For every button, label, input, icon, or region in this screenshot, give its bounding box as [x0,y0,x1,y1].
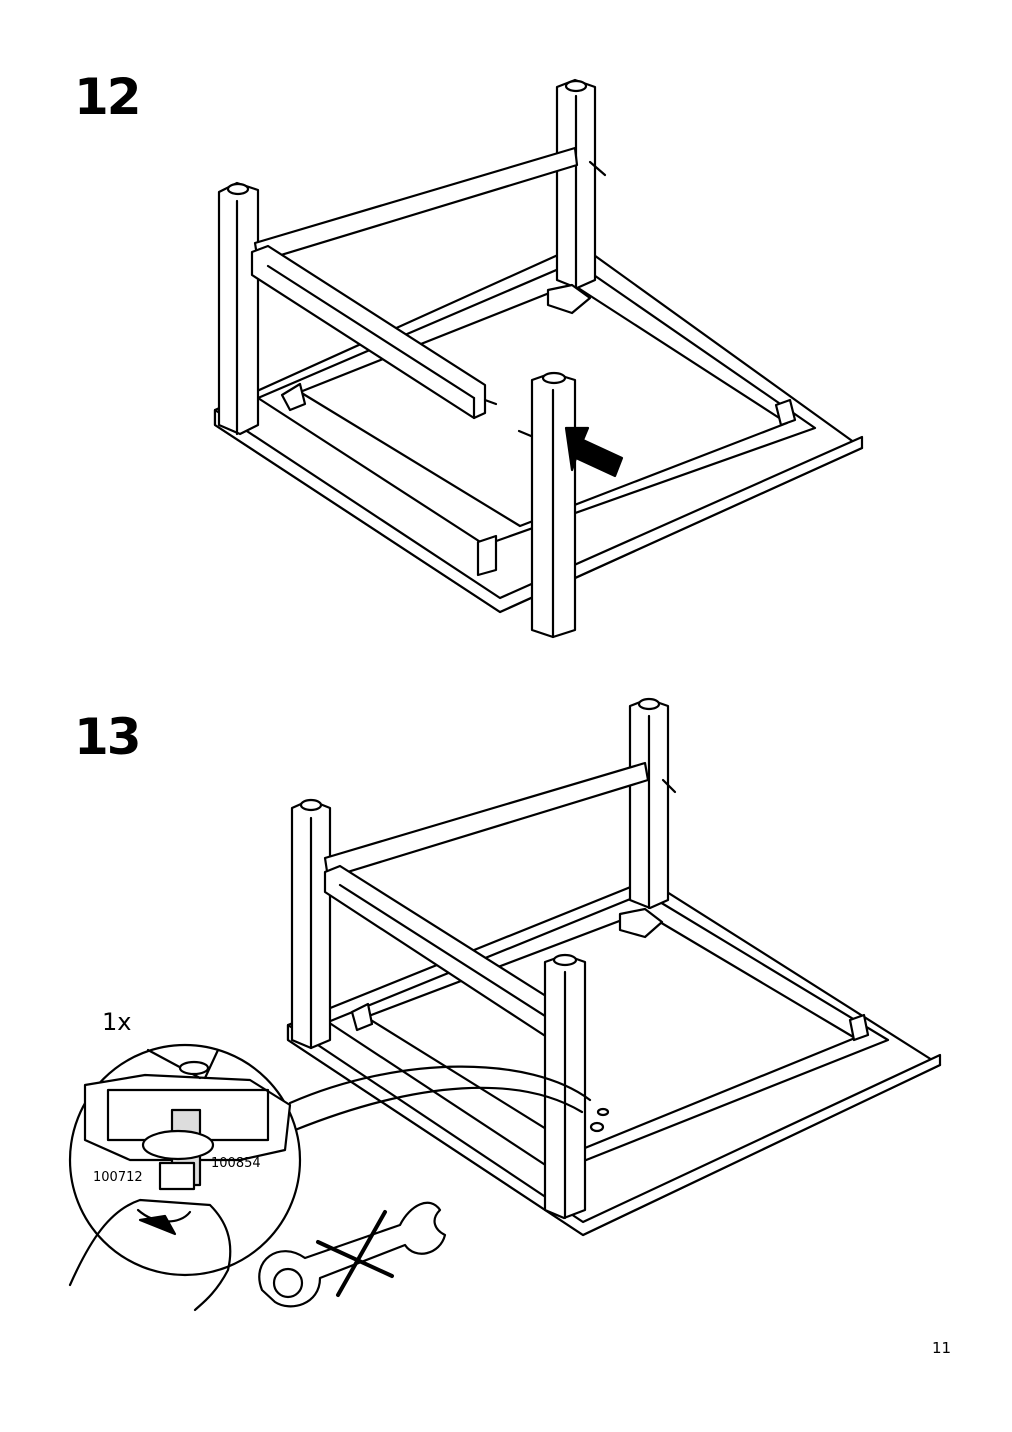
step-12-number: 12 [74,68,142,126]
quantity-label: 1x [102,1008,132,1036]
step-13-number: 13 [74,708,142,766]
arrow-icon [564,426,624,478]
crossed-out-wrench-icon [258,1201,447,1308]
part-number-label: 100712 [93,1170,143,1185]
hand-turn-icon [138,1214,177,1236]
part-number-label: 100854 [211,1156,261,1171]
page-number: 11 [932,1339,952,1357]
